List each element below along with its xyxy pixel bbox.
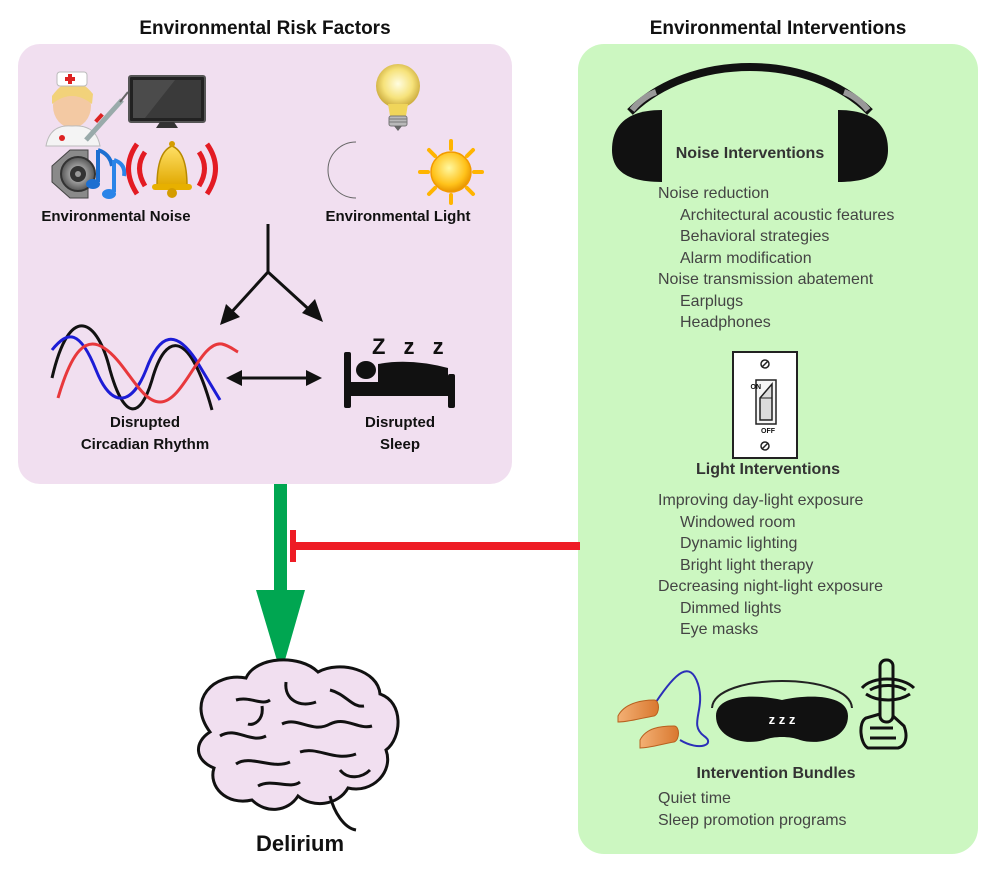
delirium-label: Delirium	[255, 831, 345, 856]
arrowhead-to-sleep	[302, 299, 323, 322]
list-item: Dynamic lighting	[680, 535, 798, 552]
arrowhead-to-circadian	[220, 304, 240, 325]
light-switch-icon	[732, 351, 798, 459]
environmental-noise-label: Environmental Noise	[41, 208, 191, 225]
circadian-label-2: Circadian Rhythm	[80, 436, 210, 453]
light-interventions-heading: Light Interventions	[696, 461, 840, 478]
list-item: Eye masks	[680, 621, 759, 638]
circadian-rhythm-icon	[50, 324, 239, 411]
list-item: Noise reduction	[658, 185, 770, 202]
risk-factors-title: Environmental Risk Factors	[139, 18, 391, 39]
tv-icon	[128, 75, 206, 128]
list-item: Behavioral strategies	[680, 228, 830, 245]
circadian-label-1: Disrupted	[109, 414, 180, 431]
list-item: Noise transmission abatement	[658, 271, 874, 288]
headphones-icon	[612, 63, 888, 182]
intervention-bundles-list: Quiet time Sleep promotion programs	[658, 788, 847, 831]
sleep-zzz: Z z z	[372, 334, 450, 359]
convergence-arrows	[226, 224, 316, 318]
nurse-icon	[45, 71, 129, 147]
switch-off-label: OFF	[761, 428, 776, 435]
list-item: Quiet time	[658, 790, 731, 807]
brain-icon	[197, 658, 400, 832]
earplugs-icon	[617, 670, 710, 749]
inhibition-line	[290, 530, 580, 562]
bidirectional-arrow	[226, 370, 322, 386]
alarm-bell-icon	[126, 141, 218, 198]
sun-icon	[418, 139, 484, 205]
list-item: Headphones	[680, 314, 771, 331]
shush-icon	[859, 658, 916, 750]
intervention-bundles-heading: Intervention Bundles	[696, 765, 856, 782]
sleep-mask-icon	[711, 680, 853, 742]
mask-zzz: z z z	[769, 712, 796, 727]
music-notes-icon	[86, 148, 127, 199]
lightbulb-icon	[376, 64, 420, 131]
list-item: Bright light therapy	[680, 556, 814, 574]
list-item: Sleep promotion programs	[658, 811, 847, 829]
list-item: Improving day-light exposure	[658, 492, 864, 509]
speaker-icon	[51, 149, 96, 199]
noise-interventions-heading: Noise Interventions	[675, 145, 825, 162]
list-item: Earplugs	[680, 292, 744, 310]
bed-icon	[344, 352, 455, 408]
environmental-light-label: Environmental Light	[325, 208, 471, 225]
delirium-arrow	[256, 484, 305, 674]
list-item: Windowed room	[680, 513, 796, 531]
list-item: Alarm modification	[680, 249, 812, 267]
list-item: Architectural acoustic features	[680, 206, 895, 224]
noise-interventions-list: Noise reduction Architectural acoustic f…	[658, 183, 894, 334]
list-item: Decreasing night-light exposure	[658, 578, 884, 595]
list-item: Dimmed lights	[680, 599, 782, 617]
sleep-label-2: Sleep	[379, 436, 421, 453]
sleep-label-1: Disrupted	[364, 414, 435, 431]
interventions-title: Environmental Interventions	[649, 18, 907, 39]
switch-on-label: ON	[751, 384, 762, 391]
moon-icon	[327, 141, 357, 199]
light-interventions-list: Improving day-light exposure Windowed ro…	[658, 490, 883, 641]
